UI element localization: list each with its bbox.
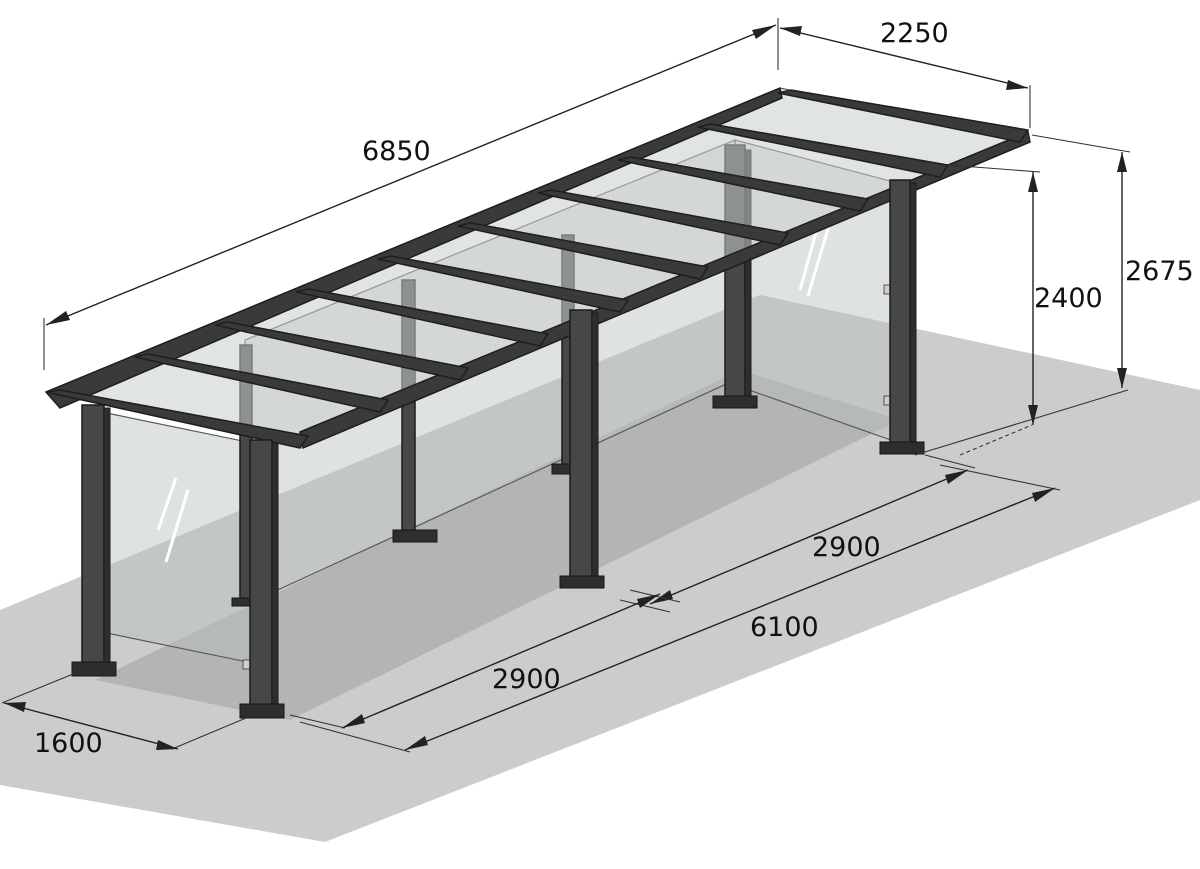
label-bay-span-rear: 2900 [812, 532, 881, 563]
floor-shadow [95, 370, 900, 720]
glass-reflection-right [798, 221, 832, 297]
label-post-depth: 1600 [34, 728, 103, 759]
label-total-length: 6850 [362, 136, 431, 167]
dim-6850 [43, 18, 779, 370]
dim-2900-front [289, 589, 681, 729]
dim-2900-rear [619, 454, 976, 613]
dim-1600 [1, 671, 247, 750]
label-clear-height: 2400 [1034, 283, 1103, 314]
label-bay-span-front: 2900 [492, 664, 561, 695]
label-post-spacing-total: 6100 [750, 612, 819, 643]
dim-2400 [947, 164, 1041, 456]
label-overall-height: 2675 [1125, 256, 1194, 287]
glass-reflection-left [156, 477, 190, 563]
dim-6100 [299, 464, 1061, 753]
front-posts [71, 179, 925, 719]
dim-2250 [779, 26, 1031, 128]
left-end-glass-panel [91, 409, 263, 666]
label-depth-top: 2250 [880, 18, 949, 49]
roof-rafters [45, 89, 1030, 449]
dim-2675 [914, 134, 1131, 456]
